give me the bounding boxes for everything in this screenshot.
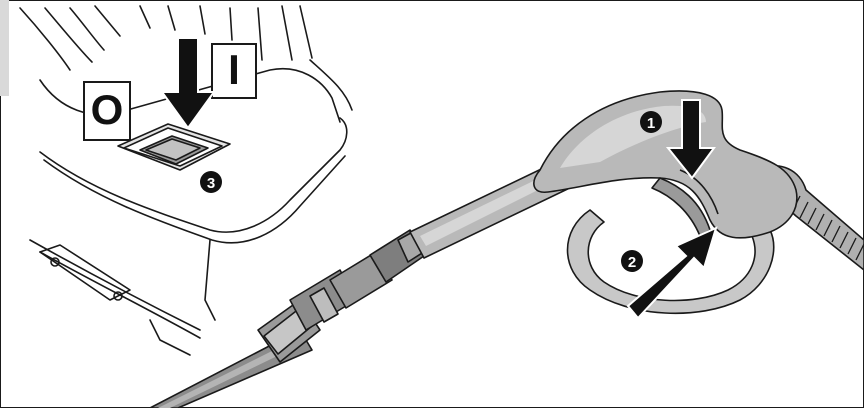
step-3-badge: 3 xyxy=(200,171,222,193)
step-2-badge: 2 xyxy=(621,250,643,272)
step-3-label: 3 xyxy=(207,175,215,192)
off-symbol: O xyxy=(84,82,130,140)
on-symbol: I xyxy=(212,44,256,98)
step-1-badge: 1 xyxy=(640,111,662,133)
off-symbol-label: O xyxy=(91,86,124,133)
corner-tab xyxy=(0,0,9,96)
on-symbol-label: I xyxy=(228,46,240,93)
step-2-label: 2 xyxy=(628,254,636,271)
step-1-label: 1 xyxy=(647,115,655,132)
